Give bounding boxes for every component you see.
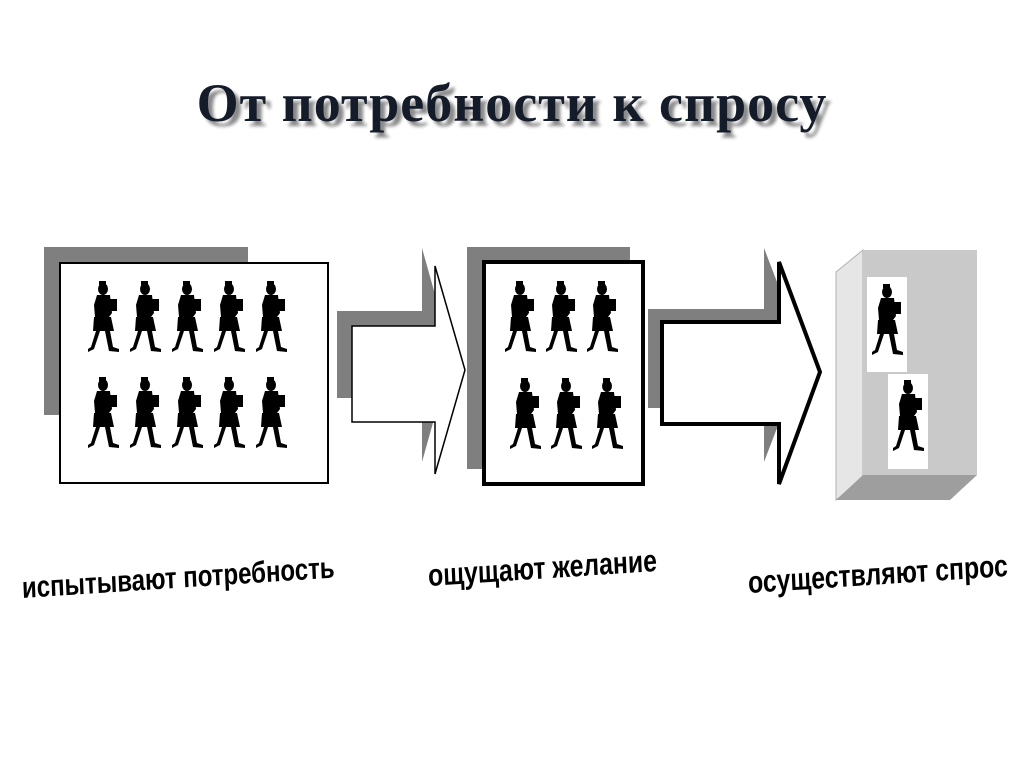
slide-title: От потребности к спросу [196, 73, 828, 133]
right-arrow-icon [648, 248, 823, 485]
box-bottom-face [836, 475, 977, 500]
right-arrow-icon [337, 248, 466, 475]
panel-demand [835, 248, 977, 501]
box-left-face [835, 248, 864, 501]
panel-want [467, 247, 645, 486]
panel-need [44, 247, 329, 484]
